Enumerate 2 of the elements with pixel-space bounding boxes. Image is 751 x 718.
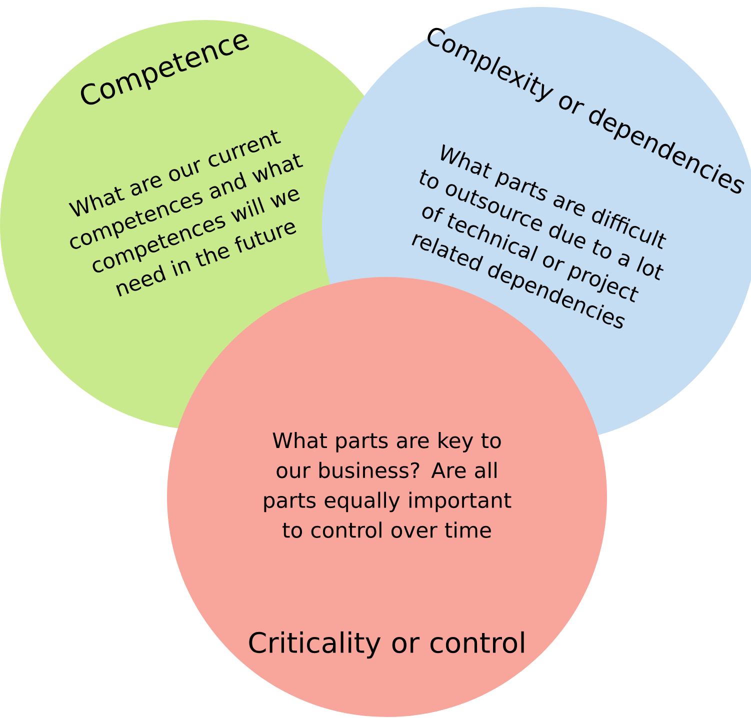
circle-text: What parts are key to our business? Are all parts equally important to control over time bbox=[264, 432, 512, 538]
circle-title: Criticality or control bbox=[249, 631, 524, 659]
